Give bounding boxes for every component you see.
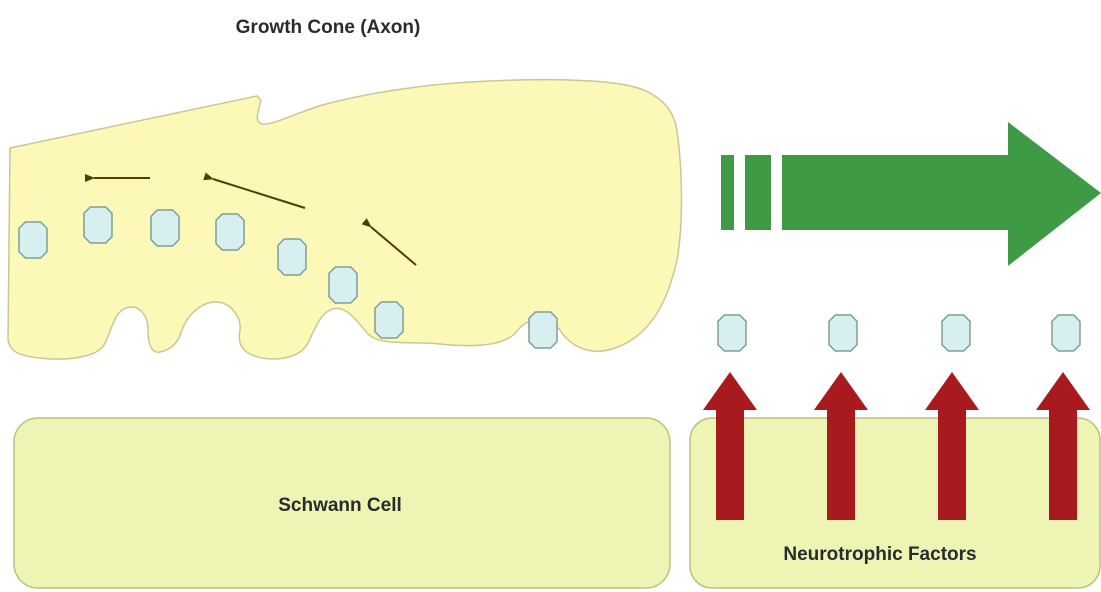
neurotrophic-factors-label: Neurotrophic Factors <box>783 544 976 565</box>
schwann-cell-label: Schwann Cell <box>278 495 402 516</box>
receptor-marker <box>942 315 970 351</box>
receptor-marker <box>216 214 244 250</box>
receptor-marker <box>278 239 306 275</box>
receptor-marker <box>718 315 746 351</box>
diagram-title: Growth Cone (Axon) <box>236 17 421 38</box>
receptor-marker <box>19 222 47 258</box>
green-direction-arrow <box>782 122 1101 266</box>
receptor-marker <box>1052 315 1080 351</box>
green-arrow-bar <box>721 155 734 230</box>
green-arrow-bar <box>745 155 771 230</box>
receptor-marker <box>84 207 112 243</box>
receptor-marker <box>329 267 357 303</box>
receptor-marker <box>375 302 403 338</box>
receptor-marker <box>829 315 857 351</box>
receptor-marker <box>529 312 557 348</box>
receptor-marker <box>151 210 179 246</box>
